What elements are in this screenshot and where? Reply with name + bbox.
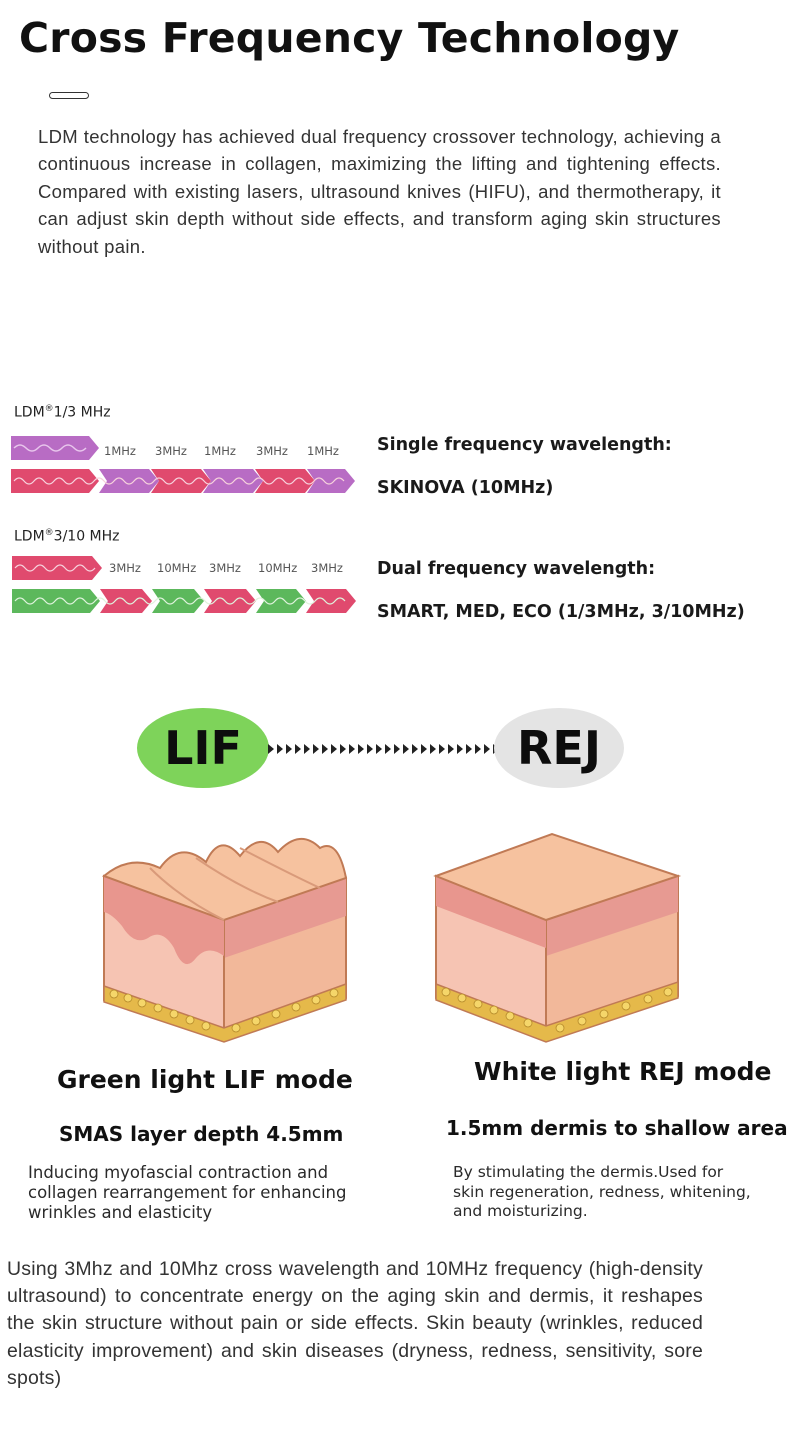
ldm-label-value: 1/3 MHz	[53, 404, 111, 421]
registered-mark: ®	[44, 528, 54, 538]
dotted-arrow-connector	[268, 744, 508, 754]
rej-badge-label: REJ	[517, 721, 601, 775]
rej-badge: REJ	[494, 708, 624, 788]
closing-paragraph: Using 3Mhz and 10Mhz cross wavelength an…	[7, 1258, 703, 1389]
mhz-label: 1MHz	[204, 444, 236, 458]
wave-arrow-long	[11, 436, 99, 460]
mhz-label: 3MHz	[256, 444, 288, 458]
smooth-skin-illustration	[433, 832, 682, 1043]
dual-frequency-heading: Dual frequency wavelength:	[377, 559, 656, 579]
mhz-label: 3MHz	[155, 444, 187, 458]
lif-mode-description: Inducing myofascial contraction and coll…	[28, 1163, 347, 1222]
rej-mode-depth: 1.5mm dermis to shallow area	[446, 1116, 788, 1140]
ldm-label-prefix: LDM	[14, 404, 45, 421]
single-frequency-heading: Single frequency wavelength:	[377, 435, 672, 455]
wrinkled-skin-illustration	[102, 838, 348, 1043]
lif-badge-label: LIF	[164, 721, 242, 775]
lif-mode-depth: SMAS layer depth 4.5mm	[59, 1122, 344, 1146]
ldm-1-3-label: LDM®1/3 MHz	[14, 404, 111, 421]
rej-mode-description: By stimulating the dermis.Used for skin …	[453, 1163, 751, 1220]
wave-arrow-row	[11, 469, 355, 493]
lif-mode-title: Green light LIF mode	[57, 1065, 353, 1094]
mhz-label: 3MHz	[109, 561, 141, 575]
mhz-label: 3MHz	[311, 561, 343, 575]
intro-paragraph: LDM technology has achieved dual frequen…	[38, 126, 721, 257]
page-title: Cross Frequency Technology	[19, 14, 680, 62]
mhz-label: 10MHz	[258, 561, 298, 575]
dual-frequency-models: SMART, MED, ECO (1/3MHz, 3/10MHz)	[377, 602, 745, 622]
mhz-label: 10MHz	[157, 561, 197, 575]
mhz-label: 1MHz	[104, 444, 136, 458]
lif-badge: LIF	[137, 708, 269, 788]
ldm-label-prefix: LDM	[14, 528, 45, 545]
title-underline-decoration	[49, 92, 89, 99]
ldm-label-value: 3/10 MHz	[53, 528, 120, 545]
mhz-label: 1MHz	[307, 444, 339, 458]
mhz-label: 3MHz	[209, 561, 241, 575]
rej-mode-title: White light REJ mode	[474, 1057, 772, 1086]
ldm-3-10-label: LDM®3/10 MHz	[14, 528, 120, 545]
registered-mark: ®	[44, 404, 54, 414]
wave-arrow-row	[12, 589, 356, 613]
wave-arrow-long	[12, 556, 102, 580]
single-frequency-models: SKINOVA (10MHz)	[377, 478, 554, 498]
